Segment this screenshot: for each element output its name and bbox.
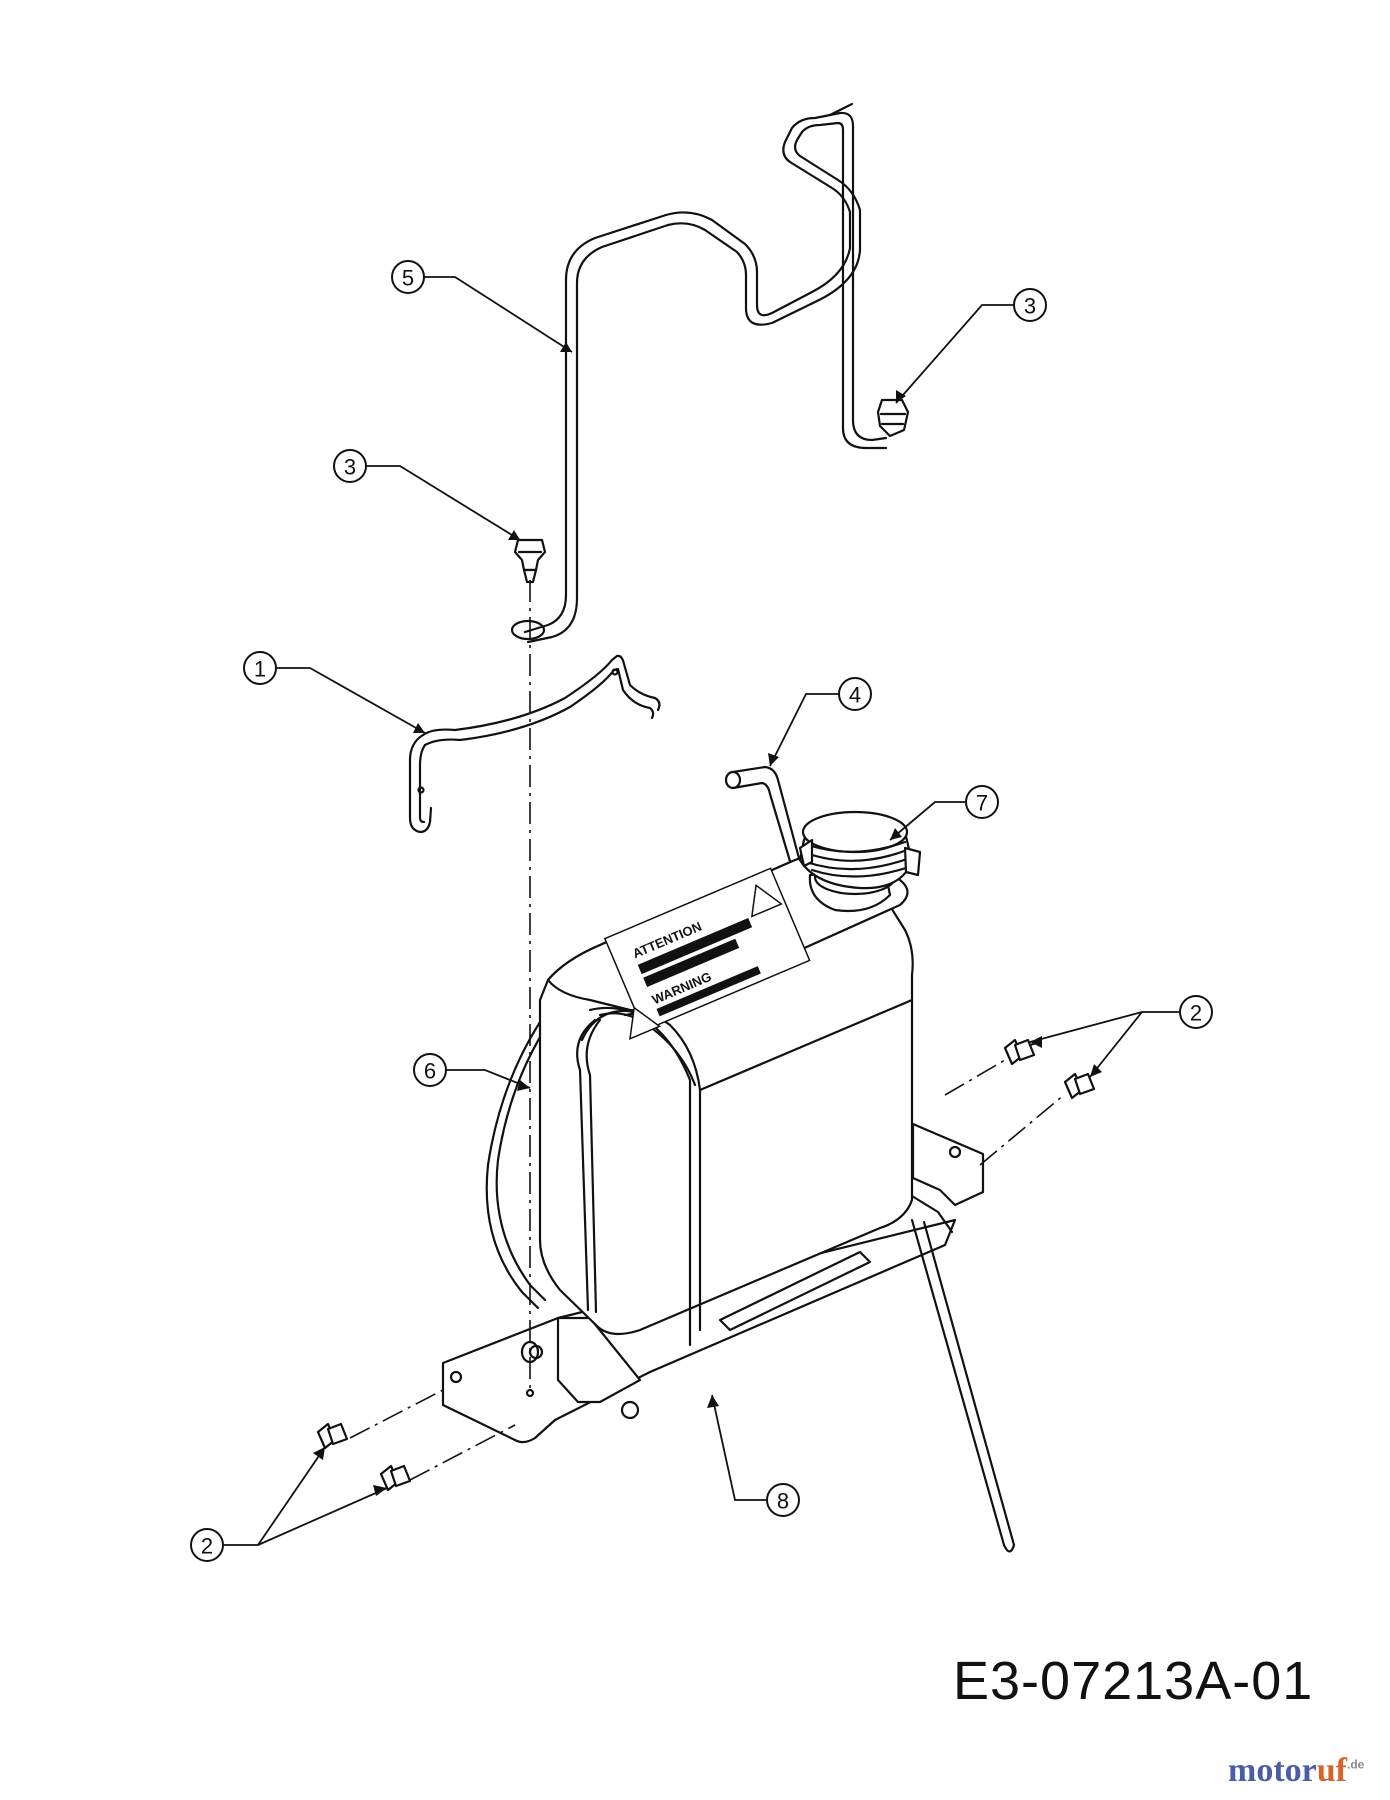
callout-label-5: 5 <box>402 266 414 291</box>
watermark-main: motor <box>1228 1752 1317 1789</box>
part-2-bolt-upper-1 <box>1003 1038 1042 1066</box>
callout-label-3-left: 3 <box>344 455 356 480</box>
watermark-logo: motoruf.de <box>1228 1752 1364 1790</box>
fuel-tank: ATTENTION WARNING <box>538 848 914 1347</box>
part-5-tube-hanger <box>510 102 888 644</box>
warning-decal: ATTENTION WARNING <box>603 867 811 1040</box>
callout-3-right: 3 <box>895 288 1047 404</box>
part-2-bolt-lower-2 <box>379 1464 412 1492</box>
drawing-number: E3-07213A-01 <box>953 1651 1314 1711</box>
part-1-wire-bracket <box>408 654 661 834</box>
callout-label-2-upper: 2 <box>1190 1001 1202 1026</box>
part-2-bolt-upper-2 <box>1063 1072 1096 1100</box>
callout-label-4: 4 <box>849 683 861 708</box>
part-2-bolt-lower-1 <box>316 1422 349 1450</box>
part-3-clip-right <box>876 398 910 438</box>
watermark-accent: uf <box>1316 1752 1347 1789</box>
callout-6: 6 <box>413 1053 531 1091</box>
watermark-suffix: .de <box>1346 1757 1365 1772</box>
callout-4: 4 <box>768 677 872 767</box>
callout-5: 5 <box>391 260 573 353</box>
callout-3-left: 3 <box>333 449 521 541</box>
callout-1: 1 <box>243 651 426 734</box>
callout-7: 7 <box>889 785 999 841</box>
callout-label-6: 6 <box>424 1059 436 1084</box>
callout-label-3-right: 3 <box>1024 294 1036 319</box>
part-4-vent-tube <box>724 765 802 870</box>
callout-label-7: 7 <box>976 791 988 816</box>
part-3-clip-left <box>513 538 547 584</box>
callout-2-lower: 2 <box>190 1446 388 1562</box>
callout-8: 8 <box>707 1394 800 1517</box>
callout-label-8: 8 <box>777 1489 789 1514</box>
callout-2-upper: 2 <box>1029 995 1213 1078</box>
callout-label-1: 1 <box>254 657 266 682</box>
part-6-strap-rod <box>485 1016 1016 1553</box>
alignment-lines <box>349 580 1066 1481</box>
callout-label-2-lower: 2 <box>201 1534 213 1559</box>
part-7-fuel-cap <box>798 810 922 913</box>
